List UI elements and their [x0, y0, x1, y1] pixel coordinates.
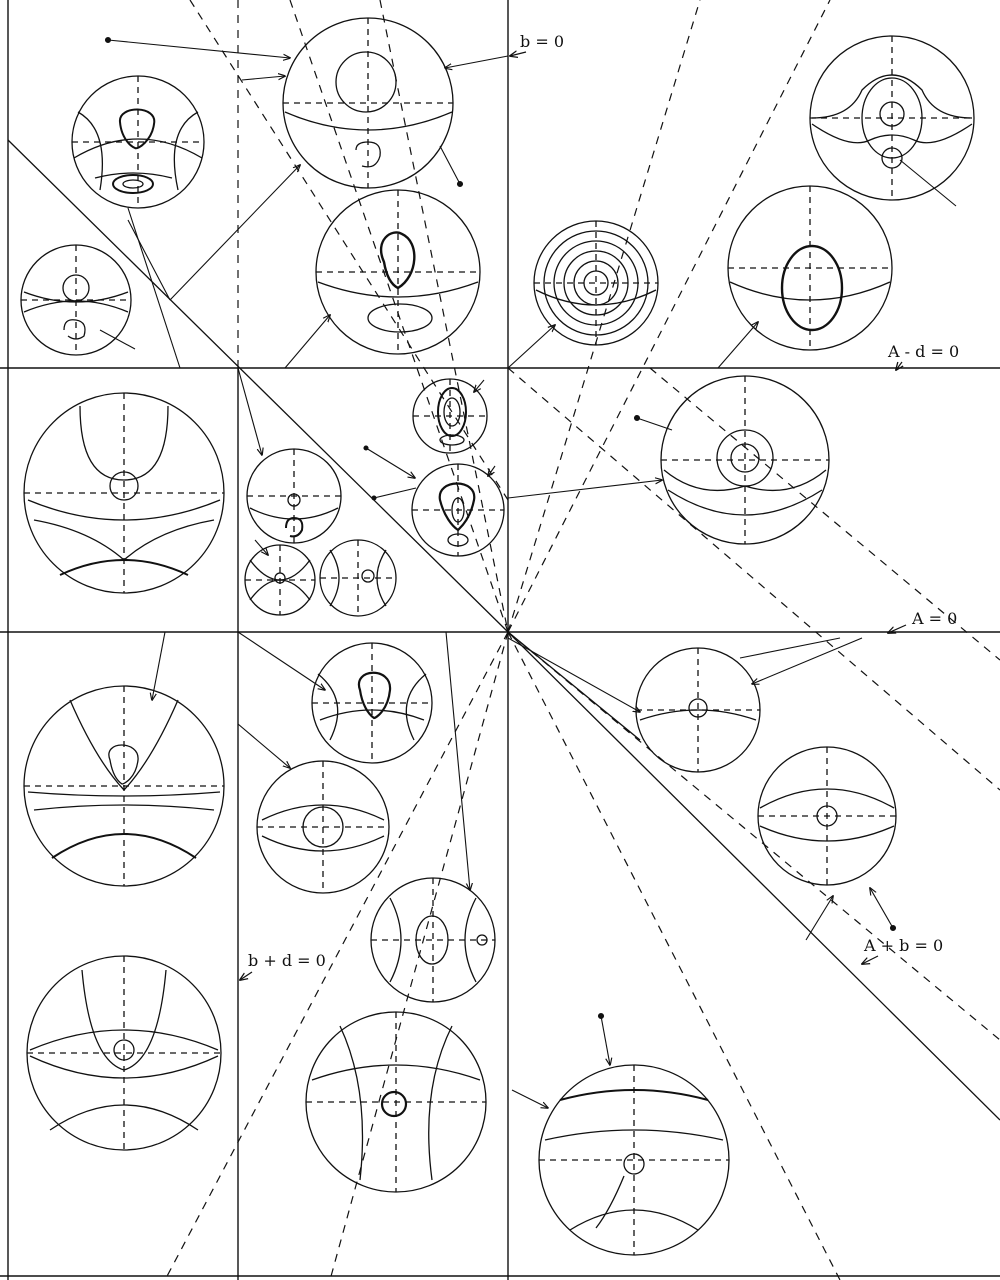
portrait-1: [72, 76, 204, 208]
portrait-14: [661, 376, 829, 544]
solid-bifurcation-lines: [8, 140, 1000, 1120]
portrait-11: [320, 540, 396, 616]
portrait-21: [636, 648, 760, 772]
portrait-4: [316, 190, 480, 354]
portrait-7: [810, 36, 974, 200]
curve-labels: b = 0 A - d = 0 A = 0 b + d = 0 A + b = …: [248, 32, 959, 970]
portrait-12: [413, 379, 487, 453]
portrait-19: [371, 878, 495, 1002]
label-b-zero: b = 0: [520, 32, 564, 51]
dashed-bifurcation-lines: [165, 0, 1000, 1280]
label-a-minus-d: A - d = 0: [887, 342, 959, 361]
label-a-zero: A = 0: [911, 609, 957, 628]
label-pointers: [240, 52, 906, 980]
portrait-3: [21, 245, 131, 355]
portrait-23: [539, 1065, 729, 1255]
portrait-15: [24, 686, 224, 886]
portrait-18: [257, 761, 389, 893]
portrait-22: [758, 747, 896, 885]
portrait-20: [306, 1012, 486, 1192]
label-b-plus-d: b + d = 0: [248, 951, 326, 970]
portrait-6: [728, 186, 892, 350]
portrait-9: [247, 449, 341, 543]
portrait-13: [412, 464, 504, 556]
portrait-17: [312, 643, 432, 763]
portrait-5: [534, 221, 658, 345]
label-a-plus-b: A + b = 0: [863, 936, 943, 955]
portrait-8: [24, 393, 224, 593]
portrait-10: [245, 545, 315, 615]
pointer-lines: [100, 38, 956, 1109]
portrait-16: [27, 956, 221, 1150]
portrait-2: [283, 18, 453, 188]
